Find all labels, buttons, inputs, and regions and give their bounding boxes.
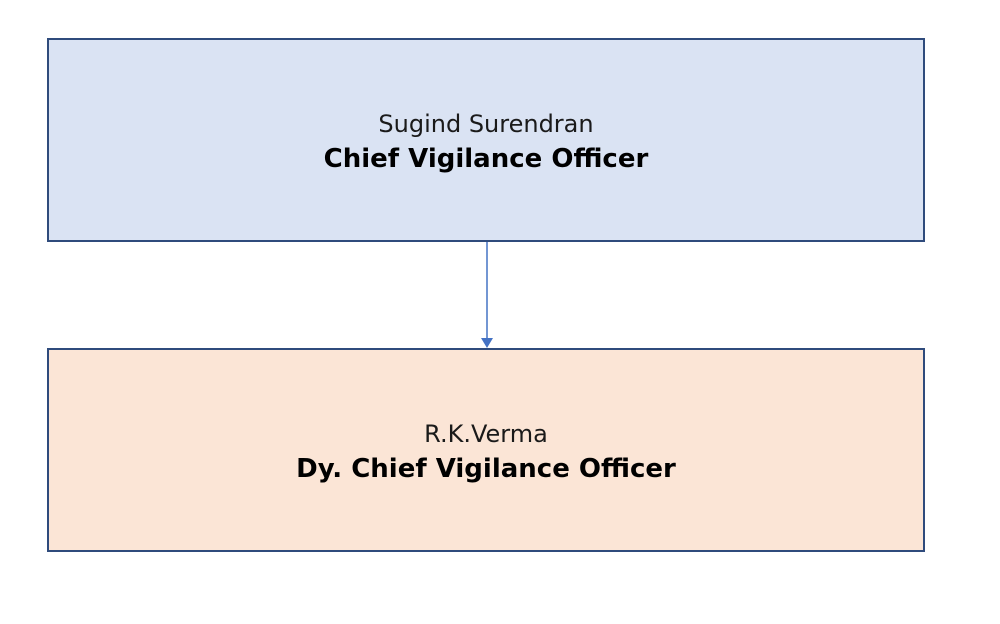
node-name: Sugind Surendran	[378, 110, 594, 138]
org-node-chief-vigilance-officer: Sugind Surendran Chief Vigilance Officer	[47, 38, 925, 242]
node-title: Dy. Chief Vigilance Officer	[296, 454, 676, 484]
node-name: R.K.Verma	[424, 420, 548, 448]
org-node-dy-chief-vigilance-officer: R.K.Verma Dy. Chief Vigilance Officer	[47, 348, 925, 552]
node-title: Chief Vigilance Officer	[323, 144, 649, 174]
connector-arrowhead	[481, 338, 493, 348]
